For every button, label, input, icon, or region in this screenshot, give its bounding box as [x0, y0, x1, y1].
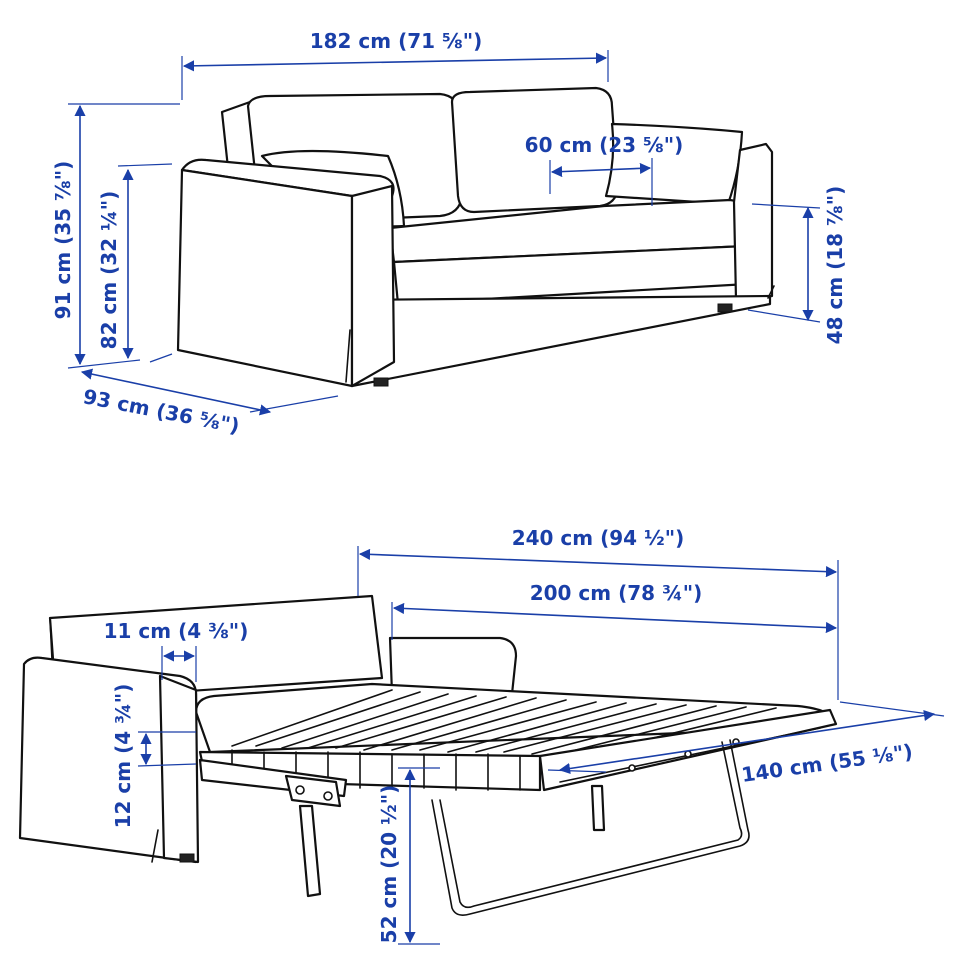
bed-mattress-thickness-dimension: 12 cm (4 ¾") [111, 684, 197, 829]
bed-total-length-label: 240 cm (94 ½") [512, 526, 685, 550]
bed-back-gap-dimension: 11 cm (4 ⅜") [104, 619, 249, 682]
bed-mattress-length-dimension: 200 cm (78 ¾") [391, 581, 838, 640]
sofa-total-height-dimension: 91 cm (35 ⅞") [51, 103, 180, 369]
sofa-width-label: 182 cm (71 ⅝") [310, 29, 483, 53]
sofa-bed-illustration [18, 594, 838, 916]
sofa-seat-height-label: 48 cm (18 ⅞") [823, 186, 847, 345]
bed-height-dimension: 52 cm (20 ½") [377, 767, 440, 945]
sofa-seat-height-dimension: 48 cm (18 ⅞") [747, 186, 847, 345]
sofa-seat-depth-dimension: 60 cm (23 ⅝") [525, 133, 684, 206]
sofa-armrest-height-label: 82 cm (32 ¼") [97, 191, 121, 350]
sofa-seat-depth-label: 60 cm (23 ⅝") [525, 133, 684, 157]
bed-total-length-dimension: 240 cm (94 ½") [357, 526, 839, 700]
bed-width-label: 140 cm (55 ⅛") [740, 739, 914, 787]
sofa-depth-label: 93 cm (36 ⅝") [81, 384, 241, 438]
bed-back-gap-label: 11 cm (4 ⅜") [104, 619, 249, 643]
bed-mattress-thickness-label: 12 cm (4 ¾") [111, 684, 135, 829]
bed-mattress-length-label: 200 cm (78 ¾") [530, 581, 703, 605]
sofa-armrest-height-dimension: 82 cm (32 ¼") [97, 163, 173, 360]
sofa-width-dimension: 182 cm (71 ⅝") [181, 29, 609, 100]
bed-height-label: 52 cm (20 ½") [377, 785, 401, 944]
sofa-illustration [176, 86, 775, 388]
sofa-total-height-label: 91 cm (35 ⅞") [51, 161, 75, 320]
